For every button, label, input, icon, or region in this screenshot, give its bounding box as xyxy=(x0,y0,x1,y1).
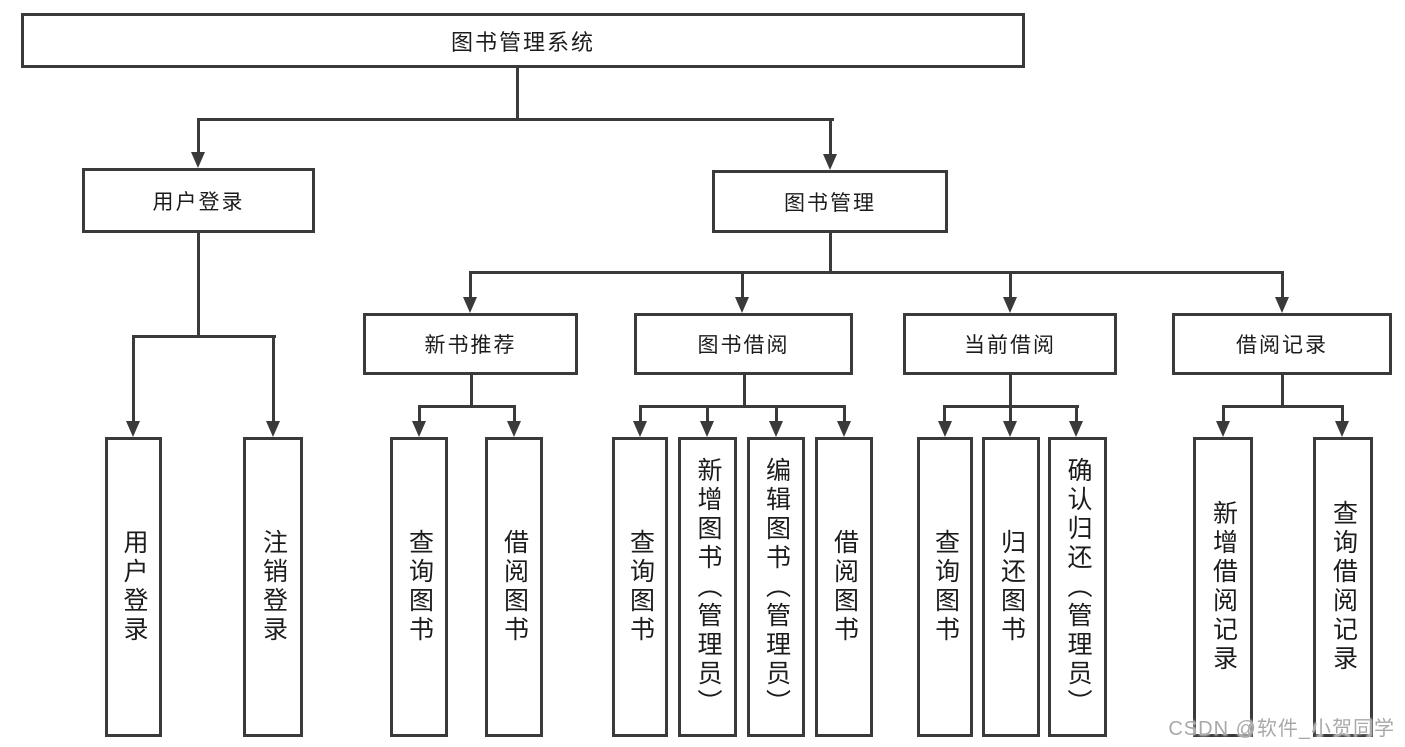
connector-line xyxy=(1281,375,1284,407)
connector-line xyxy=(943,405,946,423)
node-book-borrow: 图书借阅 xyxy=(634,313,853,375)
node-borrow-record: 借阅记录 xyxy=(1172,313,1392,375)
leaf-logout-login: 注销登录 xyxy=(243,437,303,737)
leaf-borrow-book-1: 借阅图书 xyxy=(485,437,543,737)
leaf-add-borrow-record: 新增借阅记录 xyxy=(1193,437,1253,737)
connector-line xyxy=(513,405,516,423)
leaf-edit-book-admin: 编辑图书（管理员） xyxy=(747,437,805,737)
node-book-management: 图书管理 xyxy=(712,170,948,233)
leaf-return-book: 归还图书 xyxy=(982,437,1040,737)
connector-line xyxy=(1222,405,1344,408)
connector-line xyxy=(418,405,421,423)
arrow-down-icon xyxy=(837,421,851,437)
connector-line xyxy=(1281,271,1284,299)
arrow-down-icon xyxy=(412,421,426,437)
connector-line xyxy=(418,405,516,408)
arrow-down-icon xyxy=(1216,421,1230,437)
leaf-query-book-2: 查询图书 xyxy=(612,437,668,737)
arrow-down-icon xyxy=(1069,421,1083,437)
arrow-down-icon xyxy=(823,154,837,170)
connector-line xyxy=(639,405,642,423)
arrow-down-icon xyxy=(633,421,647,437)
arrow-down-icon xyxy=(735,297,749,313)
connector-line xyxy=(1075,405,1078,423)
arrow-down-icon xyxy=(938,421,952,437)
connector-line xyxy=(829,233,832,273)
connector-line xyxy=(1222,405,1225,423)
connector-line xyxy=(829,118,832,156)
arrow-down-icon xyxy=(1335,421,1349,437)
connector-line xyxy=(706,405,709,423)
connector-line xyxy=(197,233,200,338)
node-current-borrow: 当前借阅 xyxy=(903,313,1117,375)
arrow-down-icon xyxy=(700,421,714,437)
connector-line xyxy=(1009,375,1012,407)
connector-line xyxy=(197,118,834,121)
connector-line xyxy=(1009,405,1012,423)
node-new-book-recommend: 新书推荐 xyxy=(363,313,578,375)
arrow-down-icon xyxy=(507,421,521,437)
node-user-login: 用户登录 xyxy=(82,168,315,233)
connector-line xyxy=(775,405,778,423)
leaf-query-borrow-record: 查询借阅记录 xyxy=(1313,437,1373,737)
leaf-borrow-book-2: 借阅图书 xyxy=(815,437,873,737)
leaf-query-book-1: 查询图书 xyxy=(390,437,448,737)
arrow-down-icon xyxy=(266,421,280,437)
arrow-down-icon xyxy=(126,421,140,437)
watermark: CSDN @软件_小贺同学 xyxy=(1168,718,1395,740)
connector-line xyxy=(469,271,1283,274)
connector-line xyxy=(469,271,472,299)
arrow-down-icon xyxy=(1003,297,1017,313)
arrow-down-icon xyxy=(1003,421,1017,437)
leaf-add-book-admin: 新增图书（管理员） xyxy=(678,437,737,737)
connector-line xyxy=(132,335,276,338)
arrow-down-icon xyxy=(769,421,783,437)
arrow-down-icon xyxy=(191,152,205,168)
arrow-down-icon xyxy=(463,297,477,313)
connector-line xyxy=(272,335,275,423)
connector-line xyxy=(470,375,473,407)
connector-line xyxy=(516,68,519,121)
leaf-query-book-3: 查询图书 xyxy=(917,437,973,737)
arrow-down-icon xyxy=(1275,297,1289,313)
connector-line xyxy=(843,405,846,423)
connector-line xyxy=(743,375,746,407)
connector-line xyxy=(132,335,135,423)
connector-line xyxy=(1009,271,1012,299)
connector-line xyxy=(197,118,200,154)
node-root: 图书管理系统 xyxy=(21,13,1025,68)
connector-line xyxy=(1341,405,1344,423)
leaf-user-login: 用户登录 xyxy=(105,437,162,737)
connector-line xyxy=(741,271,744,299)
leaf-confirm-return-admin: 确认归还（管理员） xyxy=(1048,437,1107,737)
connector-line xyxy=(639,405,846,408)
